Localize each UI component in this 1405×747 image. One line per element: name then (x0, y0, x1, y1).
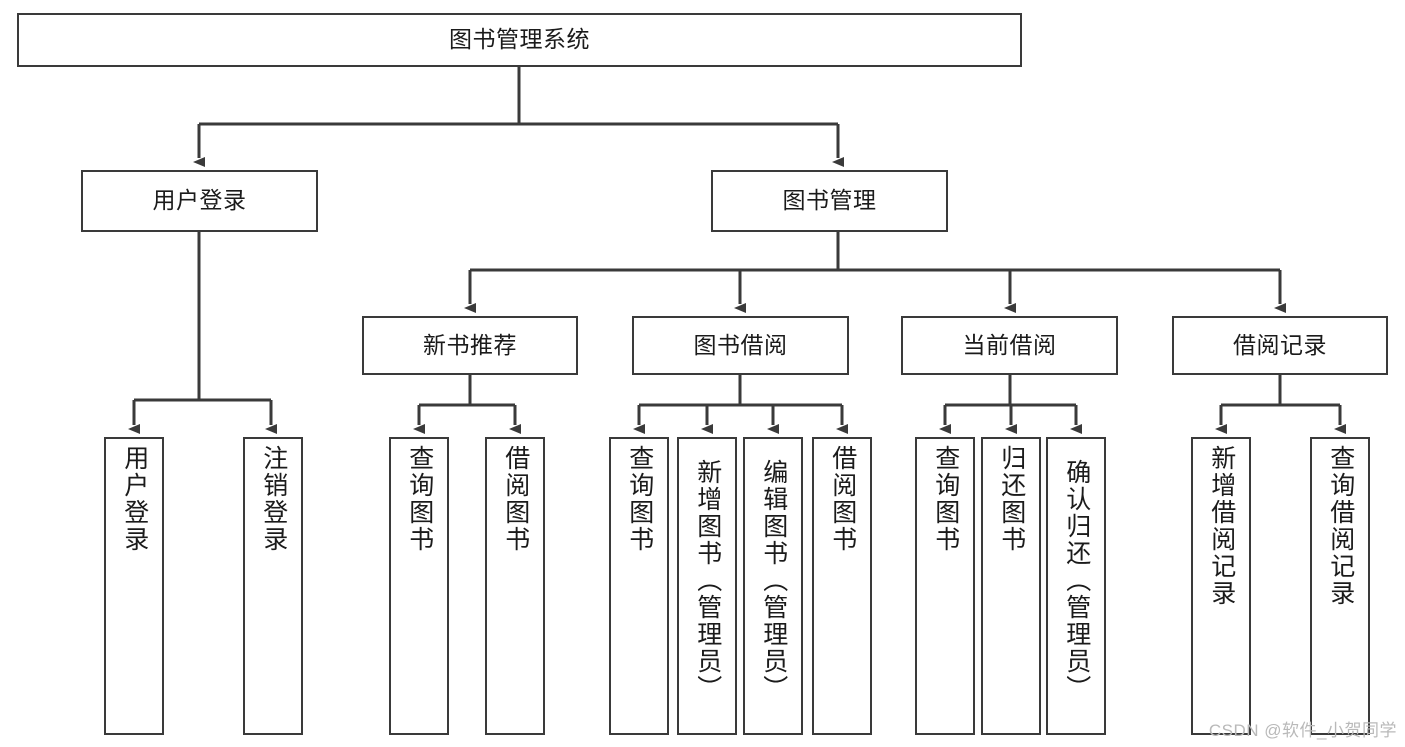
edges-book-borrow (633, 375, 848, 434)
leaf-add-borrow-record-label: 新增借阅记录 (1207, 445, 1236, 607)
leaf-borrow-books-rec-label: 借阅图书 (501, 445, 530, 553)
node-new-book-recommend-label: 新书推荐 (423, 331, 517, 358)
node-current-borrow-label: 当前借阅 (962, 331, 1057, 358)
edges-book-manage (464, 232, 1286, 313)
leaf-edit-book-admin-label: 编辑图书（管理员） (759, 459, 788, 702)
leaf-user-login-label: 用户登录 (120, 445, 149, 553)
node-user-login[interactable]: 用户登录 (81, 170, 318, 232)
node-new-book-recommend[interactable]: 新书推荐 (362, 316, 578, 375)
leaf-confirm-return-admin[interactable]: 确认归还（管理员） (1046, 437, 1106, 735)
edges-current-borrow (939, 375, 1082, 434)
leaf-query-borrow-record[interactable]: 查询借阅记录 (1310, 437, 1370, 735)
leaf-query-borrow-record-label: 查询借阅记录 (1326, 445, 1355, 607)
edges-root (193, 67, 844, 167)
leaf-user-login[interactable]: 用户登录 (104, 437, 164, 735)
edges-user-login (128, 232, 277, 434)
node-book-management[interactable]: 图书管理 (711, 170, 948, 232)
leaf-borrow-books-rec[interactable]: 借阅图书 (485, 437, 545, 735)
edges-new-book-rec (413, 375, 521, 434)
leaf-add-book-admin[interactable]: 新增图书（管理员） (677, 437, 737, 735)
leaf-confirm-return-admin-label: 确认归还（管理员） (1062, 459, 1091, 702)
leaf-borrow-books-borrow-label: 借阅图书 (828, 445, 857, 553)
leaf-add-book-admin-label: 新增图书（管理员） (693, 459, 722, 702)
edges-borrow-records (1215, 375, 1346, 434)
leaf-logout[interactable]: 注销登录 (243, 437, 303, 735)
node-borrow-records[interactable]: 借阅记录 (1172, 316, 1388, 375)
leaf-logout-label: 注销登录 (259, 445, 288, 553)
node-book-borrow[interactable]: 图书借阅 (632, 316, 849, 375)
leaf-query-books-rec-label: 查询图书 (405, 445, 434, 553)
leaf-return-books-label: 归还图书 (997, 445, 1026, 553)
node-root[interactable]: 图书管理系统 (17, 13, 1022, 67)
leaf-return-books[interactable]: 归还图书 (981, 437, 1041, 735)
node-book-management-label: 图书管理 (782, 187, 877, 214)
leaf-query-books-borrow-label: 查询图书 (625, 445, 654, 553)
leaf-borrow-books-borrow[interactable]: 借阅图书 (812, 437, 872, 735)
node-root-label: 图书管理系统 (449, 26, 590, 53)
leaf-edit-book-admin[interactable]: 编辑图书（管理员） (743, 437, 803, 735)
node-book-borrow-label: 图书借阅 (693, 331, 788, 358)
node-borrow-records-label: 借阅记录 (1233, 331, 1327, 358)
leaf-add-borrow-record[interactable]: 新增借阅记录 (1191, 437, 1251, 735)
node-current-borrow[interactable]: 当前借阅 (901, 316, 1118, 375)
leaf-query-books-rec[interactable]: 查询图书 (389, 437, 449, 735)
leaf-query-books-borrow[interactable]: 查询图书 (609, 437, 669, 735)
node-user-login-label: 用户登录 (152, 187, 247, 214)
leaf-query-books-current[interactable]: 查询图书 (915, 437, 975, 735)
leaf-query-books-current-label: 查询图书 (931, 445, 960, 553)
